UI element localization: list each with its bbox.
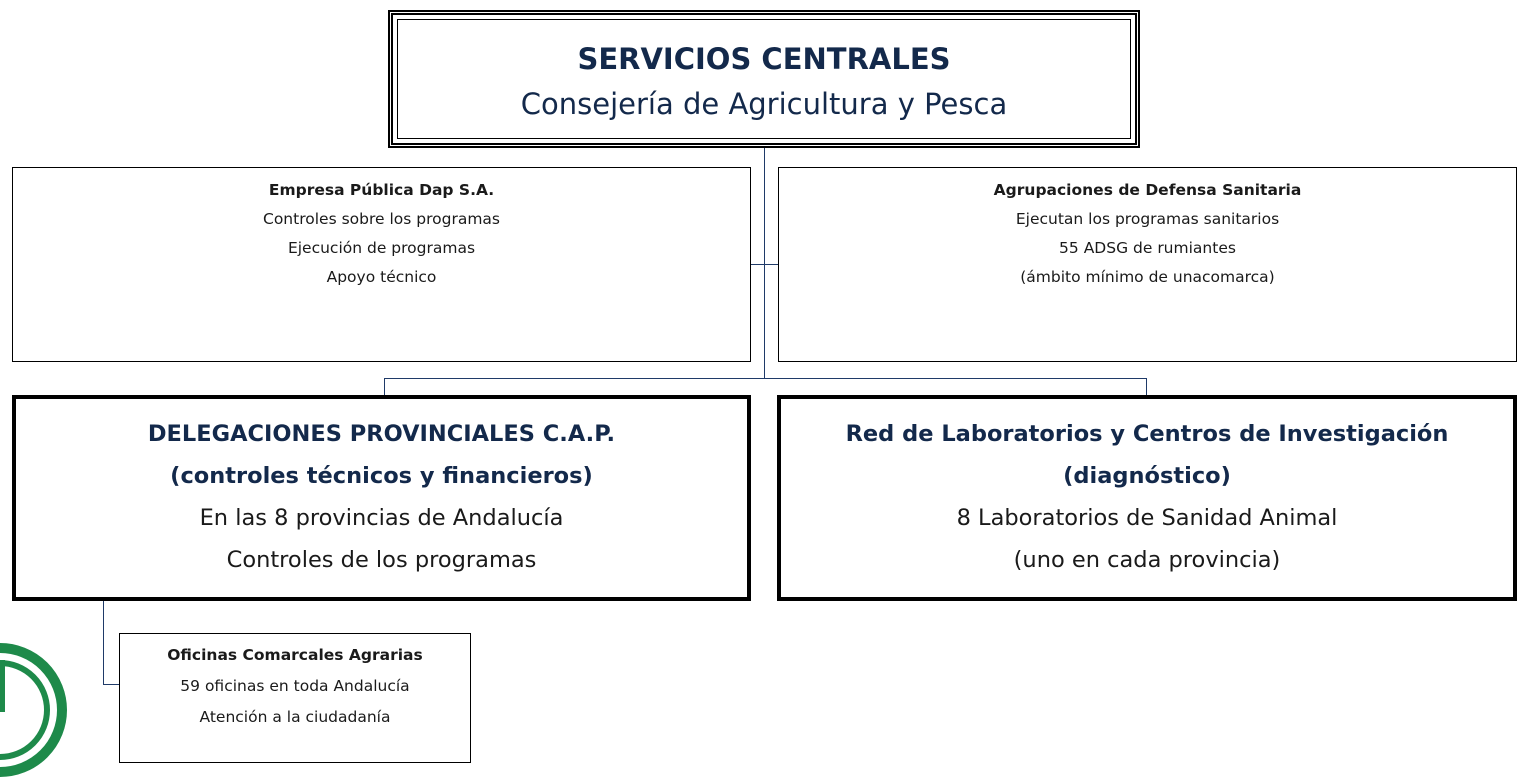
agrupaciones-defensa-title: Agrupaciones de Defensa Sanitaria xyxy=(993,181,1302,199)
empresa-dap-line: Controles sobre los programas xyxy=(263,210,500,228)
agrupaciones-defensa-line: 55 ADSG de rumiantes xyxy=(1059,239,1236,257)
connector-lower-horizontal xyxy=(384,378,1147,379)
oficinas-comarcales-box: Oficinas Comarcales Agrarias 59 oficinas… xyxy=(119,633,471,763)
connector-central-down xyxy=(764,148,765,378)
servicios-centrales-inner-border xyxy=(397,19,1131,139)
red-laboratorios-box: Red de Laboratorios y Centros de Investi… xyxy=(777,395,1517,601)
agrupaciones-defensa-box: Agrupaciones de Defensa Sanitaria Ejecut… xyxy=(778,167,1517,362)
oficinas-title: Oficinas Comarcales Agrarias xyxy=(167,646,423,664)
delegaciones-title: DELEGACIONES PROVINCIALES C.A.P. xyxy=(147,421,616,447)
junta-andalucia-logo-icon xyxy=(0,643,67,777)
empresa-dap-box: Empresa Pública Dap S.A. Controles sobre… xyxy=(12,167,751,362)
oficinas-line: 59 oficinas en toda Andalucía xyxy=(180,677,410,695)
laboratorios-subtitle: (diagnóstico) xyxy=(1063,463,1231,489)
servicios-centrales-box: SERVICIOS CENTRALES Consejería de Agricu… xyxy=(388,10,1140,148)
empresa-dap-line: Ejecución de programas xyxy=(287,239,476,257)
empresa-dap-line: Apoyo técnico xyxy=(326,268,437,286)
laboratorios-title: Red de Laboratorios y Centros de Investi… xyxy=(845,421,1449,447)
delegaciones-provinciales-box: DELEGACIONES PROVINCIALES C.A.P. (contro… xyxy=(12,395,751,601)
oficinas-line: Atención a la ciudadanía xyxy=(199,708,391,726)
laboratorios-line: 8 Laboratorios de Sanidad Animal xyxy=(956,505,1338,531)
connector-mid-horizontal xyxy=(751,264,778,265)
empresa-dap-title: Empresa Pública Dap S.A. xyxy=(268,181,495,199)
connector-to-delegaciones xyxy=(384,378,385,395)
connector-to-oficinas xyxy=(103,684,119,685)
agrupaciones-defensa-line: (ámbito mínimo de unacomarca) xyxy=(1020,268,1275,286)
laboratorios-line: (uno en cada provincia) xyxy=(1013,547,1281,573)
connector-to-laboratorios xyxy=(1146,378,1147,395)
delegaciones-subtitle: (controles técnicos y financieros) xyxy=(170,463,593,489)
servicios-centrales-subtitle: Consejería de Agricultura y Pesca xyxy=(520,87,1008,121)
connector-deleg-down xyxy=(103,601,104,685)
delegaciones-line: En las 8 provincias de Andalucía xyxy=(199,505,564,531)
delegaciones-line: Controles de los programas xyxy=(226,547,537,573)
servicios-centrales-title: SERVICIOS CENTRALES xyxy=(577,42,951,76)
agrupaciones-defensa-line: Ejecutan los programas sanitarios xyxy=(1015,210,1280,228)
